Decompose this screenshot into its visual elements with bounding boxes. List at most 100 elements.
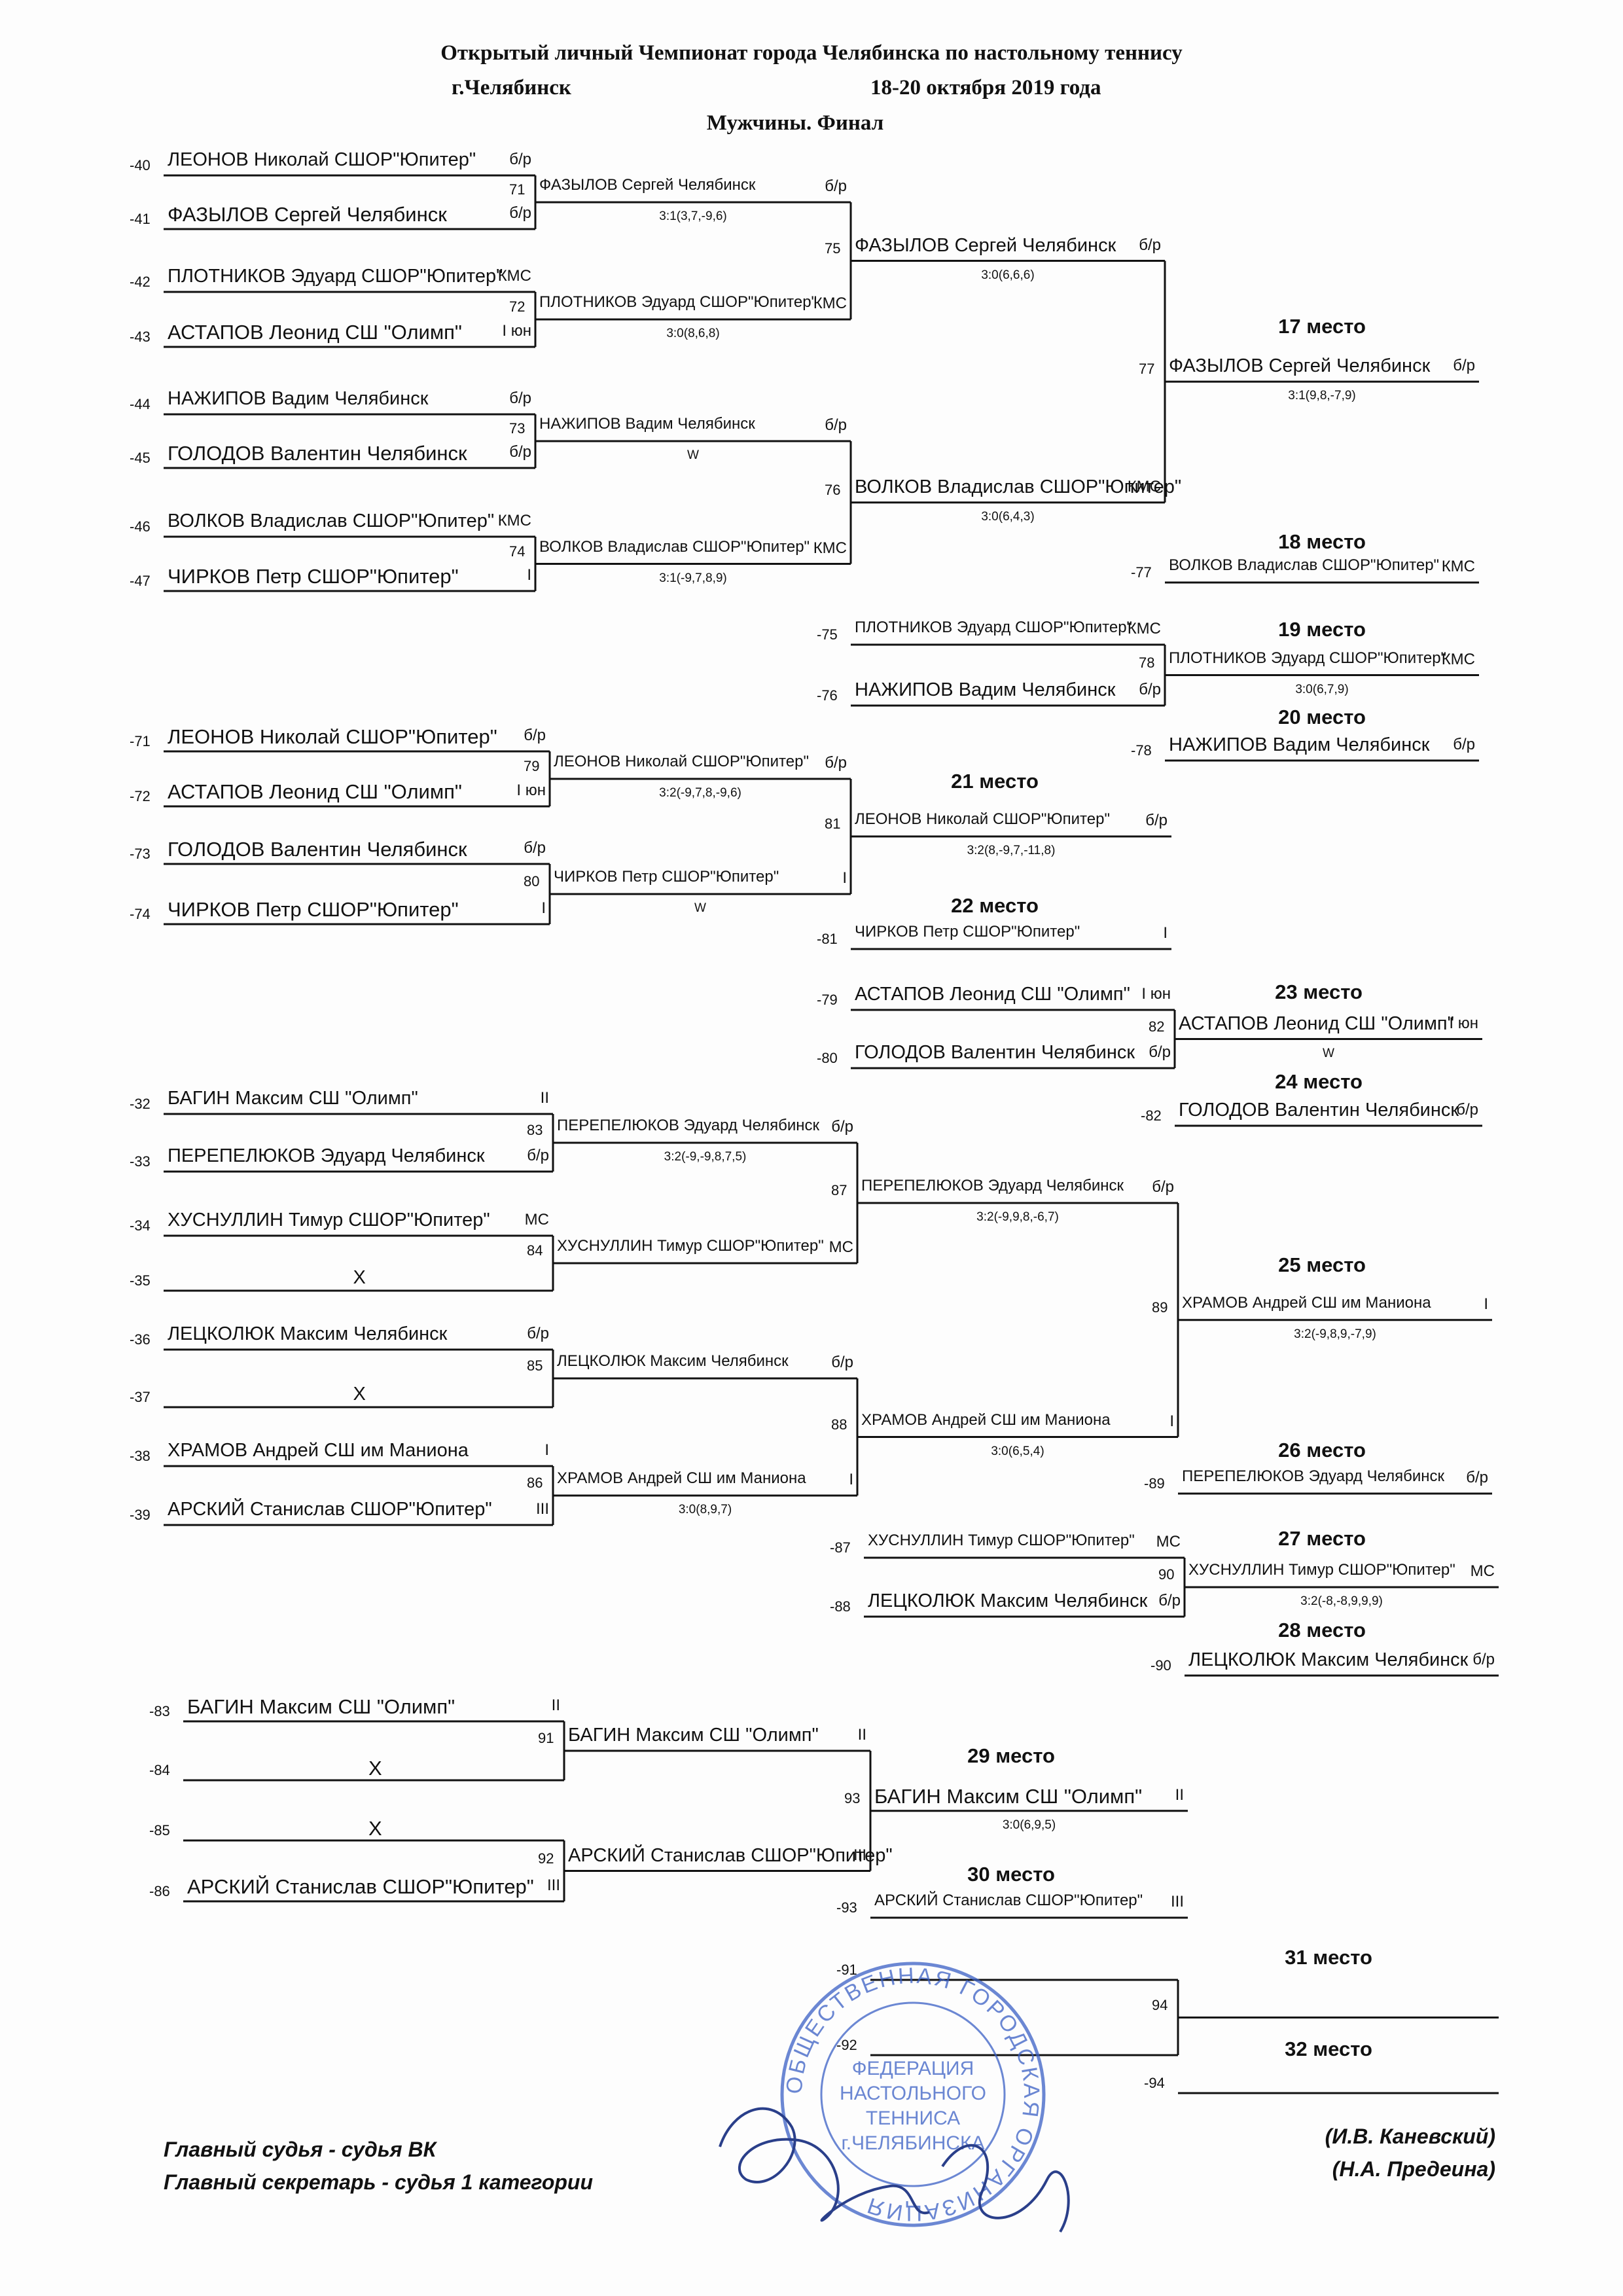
player-rank: б/р xyxy=(1472,1651,1495,1668)
player-rank: б/р xyxy=(509,151,531,168)
match-number: 78 xyxy=(1139,654,1155,671)
player-code: -46 xyxy=(130,518,151,535)
match-number: 73 xyxy=(509,420,526,437)
player-code: -43 xyxy=(130,329,151,345)
player-code: -87 xyxy=(830,1539,851,1556)
doc-city: г.Челябинск xyxy=(452,76,571,99)
place-label: 30 место xyxy=(967,1863,1055,1886)
match-number: 89 xyxy=(1152,1299,1168,1316)
player-entry: АСТАПОВ Леонид СШ "Олимп" xyxy=(168,321,462,344)
doc-dates: 18-20 октября 2019 года xyxy=(870,76,1101,99)
match-winner: ФАЗЫЛОВ Сергей Челябинск xyxy=(1169,355,1431,377)
player-code: -71 xyxy=(130,733,151,749)
match-winner: АСТАПОВ Леонид СШ "Олимп" xyxy=(1179,1013,1454,1034)
match-score: 3:2(-9,7,8,-9,6) xyxy=(659,786,741,800)
player-rank: I xyxy=(527,566,531,584)
place-label: 22 место xyxy=(951,894,1039,917)
match-number: 84 xyxy=(527,1242,543,1259)
player-rank: б/р xyxy=(527,1325,549,1342)
match-score: 3:2(-9,9,8,-6,7) xyxy=(976,1210,1059,1224)
match-winner: ХУСНУЛЛИН Тимур СШОР"Юпитер" xyxy=(557,1237,824,1255)
player-rank: б/р xyxy=(1466,1469,1488,1486)
empty-slot-mark: Х xyxy=(353,1384,366,1405)
match-number: 82 xyxy=(1149,1018,1165,1035)
player-entry: БАГИН Максим СШ "Олимп" xyxy=(168,1088,418,1109)
match-score: W xyxy=(687,448,699,462)
player-code: -39 xyxy=(130,1507,151,1523)
match-score: 3:0(6,4,3) xyxy=(981,509,1035,524)
winner-rank: б/р xyxy=(831,1354,853,1371)
winner-rank: III xyxy=(853,1846,866,1864)
winner-rank: I xyxy=(1169,1412,1174,1430)
match-score: 3:0(8,6,8) xyxy=(666,327,720,340)
match-score: 3:0(6,7,9) xyxy=(1295,682,1349,696)
match-winner: ЛЕЦКОЛЮК Максим Челябинск xyxy=(557,1352,789,1370)
player-rank: КМС xyxy=(497,512,531,529)
match-score: 3:1(-9,7,8,9) xyxy=(659,571,727,585)
winner-rank: б/р xyxy=(825,754,847,772)
player-entry: ПЛОТНИКОВ Эдуард СШОР"Юпитер" xyxy=(168,266,503,287)
player-code: -47 xyxy=(130,573,151,589)
player-code: -83 xyxy=(149,1703,170,1719)
chief-judge-label: Главный судья - судья ВК xyxy=(164,2138,437,2161)
player-entry: АРСКИЙ Станислав СШОР"Юпитер" xyxy=(168,1499,492,1520)
player-code: -44 xyxy=(130,396,151,412)
player-code: -45 xyxy=(130,450,151,466)
player-code: -92 xyxy=(836,2037,857,2053)
player-code: -84 xyxy=(149,1762,170,1778)
match-winner: ЛЕОНОВ Николай СШОР"Юпитер" xyxy=(554,753,809,770)
match-number: 93 xyxy=(844,1789,861,1806)
match-winner: АРСКИЙ Станислав СШОР"Юпитер" xyxy=(568,1844,893,1866)
player-entry: ГОЛОДОВ Валентин Челябинск xyxy=(168,442,467,465)
player-rank: I xyxy=(541,899,546,917)
match-winner: ЧИРКОВ Петр СШОР"Юпитер" xyxy=(554,868,779,886)
match-winner: ЛЕОНОВ Николай СШОР"Юпитер" xyxy=(855,810,1110,828)
winner-rank: КМС xyxy=(813,295,847,312)
place-label: 23 место xyxy=(1275,980,1363,1003)
player-entry: ХУСНУЛЛИН Тимур СШОР"Юпитер" xyxy=(868,1532,1135,1549)
match-score: 3:2(-8,-8,9,9,9) xyxy=(1300,1594,1383,1608)
player-rank: б/р xyxy=(1158,1592,1181,1609)
place-label: 24 место xyxy=(1275,1070,1363,1093)
winner-rank: КМС xyxy=(813,539,847,557)
player-rank: I юн xyxy=(502,322,531,340)
player-rank: б/р xyxy=(509,204,531,222)
match-winner: ПЕРЕПЕЛЮКОВ Эдуард Челябинск xyxy=(861,1177,1124,1194)
match-score: 3:1(3,7,-9,6) xyxy=(659,209,727,223)
player-code: -80 xyxy=(817,1050,838,1066)
player-rank: б/р xyxy=(1139,681,1161,698)
player-code: -40 xyxy=(130,157,151,173)
player-code: -90 xyxy=(1150,1657,1171,1674)
player-code: -82 xyxy=(1141,1107,1162,1124)
match-number: 77 xyxy=(1139,361,1155,378)
player-entry: ЛЕОНОВ Николай СШОР"Юпитер" xyxy=(168,725,497,748)
winner-rank: б/р xyxy=(1139,236,1161,254)
match-winner: БАГИН Максим СШ "Олимп" xyxy=(874,1784,1143,1808)
player-code: -37 xyxy=(130,1389,151,1405)
player-code: -91 xyxy=(836,1962,857,1978)
player-rank: б/р xyxy=(524,726,546,744)
match-winner: ХРАМОВ Андрей СШ им Маниона xyxy=(1182,1293,1431,1312)
player-rank: III xyxy=(546,1876,560,1894)
match-score: 3:0(6,9,5) xyxy=(1002,1818,1056,1832)
player-rank: МС xyxy=(524,1211,549,1229)
player-entry: ПЕРЕПЕЛЮКОВ Эдуард Челябинск xyxy=(168,1145,485,1166)
signatures xyxy=(719,2107,1070,2233)
player-entry: АСТАПОВ Леонид СШ "Олимп" xyxy=(168,780,462,803)
place-label: 27 место xyxy=(1278,1527,1366,1550)
empty-slot-mark: Х xyxy=(368,1817,382,1840)
player-entry: ЛЕЦКОЛЮК Максим Челябинск xyxy=(1188,1649,1469,1670)
player-code: -32 xyxy=(130,1096,151,1112)
winner-rank: б/р xyxy=(825,177,847,195)
player-code: -36 xyxy=(130,1331,151,1348)
player-rank: б/р xyxy=(1453,736,1475,753)
player-code: -33 xyxy=(130,1153,151,1170)
player-code: -88 xyxy=(830,1598,851,1615)
match-winner: ПЛОТНИКОВ Эдуард СШОР"Юпитер" xyxy=(1169,649,1447,667)
winner-rank: б/р xyxy=(1453,357,1475,375)
player-rank: б/р xyxy=(527,1147,549,1164)
player-code: -77 xyxy=(1131,564,1152,581)
match-number: 71 xyxy=(509,181,526,198)
match-number: 80 xyxy=(524,873,540,889)
player-entry: НАЖИПОВ Вадим Челябинск xyxy=(1169,734,1430,755)
